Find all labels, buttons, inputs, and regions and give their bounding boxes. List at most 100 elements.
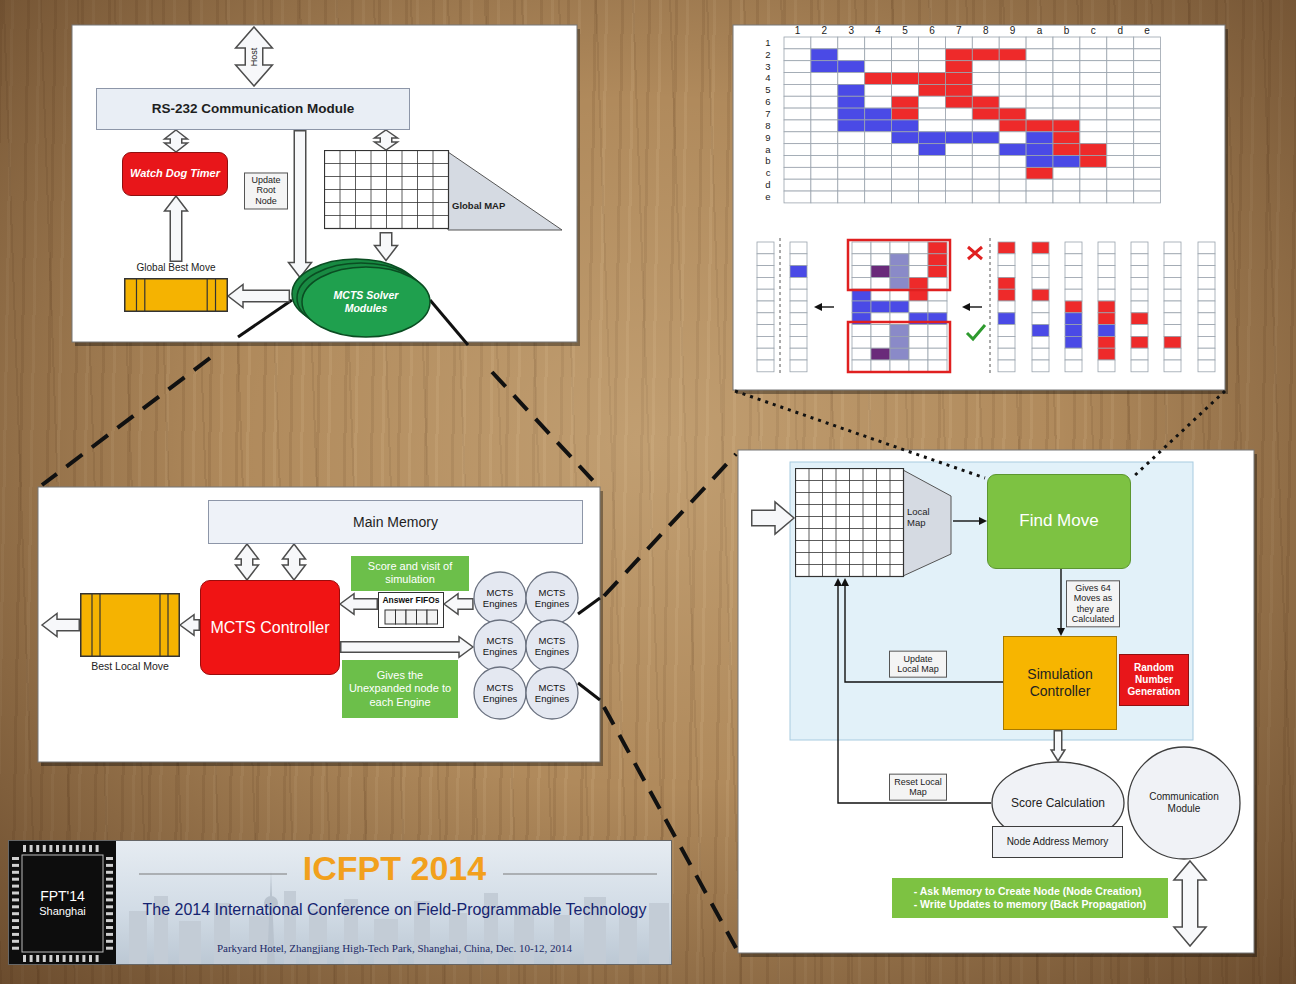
strip-cell — [1098, 242, 1115, 254]
connector — [340, 594, 378, 615]
board-cell — [945, 132, 972, 144]
strip-cell — [1164, 266, 1181, 278]
board-cell — [1026, 156, 1053, 168]
strip-cell — [852, 254, 871, 266]
board-cell — [972, 167, 999, 179]
main-memory-box: Main Memory — [208, 500, 583, 544]
axis-label: 5 — [765, 86, 770, 96]
fat-arrow — [1051, 730, 1065, 761]
connector — [375, 232, 398, 261]
board-cell — [1053, 96, 1080, 108]
board-cell — [1080, 156, 1107, 168]
board-cell — [892, 144, 919, 156]
board-cell — [1134, 49, 1161, 61]
strip-cell — [871, 336, 890, 348]
register-divider — [144, 279, 145, 311]
grid-line — [796, 552, 904, 553]
axis-label: b — [1064, 26, 1070, 36]
strip-cell — [1032, 289, 1049, 301]
grid-line — [796, 492, 904, 493]
text-block: - Ask Memory to Create Node (Node Creati… — [914, 885, 1147, 910]
board-cell — [784, 132, 811, 144]
grid-line — [809, 469, 810, 577]
strip-cell — [852, 277, 871, 289]
board-cell — [1026, 120, 1053, 132]
board-cell — [999, 73, 1026, 85]
strip-cell — [1065, 266, 1082, 278]
chip-pin — [106, 885, 113, 888]
text-block: MCTS Engines — [479, 682, 521, 705]
strip-cell — [909, 348, 928, 360]
board-cell — [919, 132, 946, 144]
board-cell — [838, 167, 865, 179]
chip-pin — [23, 955, 26, 962]
mcts-engine-circle: MCTS Engines — [525, 571, 579, 625]
board-cell — [784, 84, 811, 96]
strip-cell — [1065, 360, 1082, 372]
map-projection — [903, 470, 951, 576]
fifo-cell — [385, 610, 396, 624]
grid-line — [325, 176, 449, 177]
chip-pin — [106, 933, 113, 936]
strip-cell — [1098, 348, 1115, 360]
strip-cell — [909, 336, 928, 348]
strip-cell — [998, 277, 1015, 289]
arrow-head — [962, 303, 970, 311]
board-cell — [1026, 167, 1053, 179]
board-cell — [1080, 84, 1107, 96]
grid-line — [796, 480, 904, 481]
grid-frame — [325, 151, 449, 229]
board-cell — [892, 179, 919, 191]
connector — [834, 578, 991, 803]
strip-cell — [871, 242, 890, 254]
board-cell — [865, 61, 892, 73]
strip-cell — [790, 266, 807, 278]
strip-cell — [998, 254, 1015, 266]
strip-cell — [1164, 242, 1181, 254]
port-label: Host — [250, 48, 259, 67]
chip-pin — [49, 845, 52, 852]
board-cell — [945, 191, 972, 203]
communication-module-box: RS-232 Communication Module — [96, 88, 410, 130]
skyline-building — [249, 916, 269, 965]
board-cell — [1080, 73, 1107, 85]
grid-line — [796, 516, 904, 517]
strip-cell — [1198, 242, 1215, 254]
grid-line — [876, 469, 877, 577]
strip-cell — [757, 289, 774, 301]
fat-arrow-body — [289, 556, 299, 568]
strip-cell — [757, 266, 774, 278]
board-cell — [838, 96, 865, 108]
strip-cell — [757, 313, 774, 325]
board-cell — [892, 96, 919, 108]
grid-line — [325, 189, 449, 190]
strip-cell — [998, 266, 1015, 278]
axis-label: b — [765, 157, 770, 167]
strip-cell — [871, 301, 890, 313]
node-label: Score Calculation — [1011, 796, 1105, 810]
skyline-building — [129, 911, 147, 965]
board-cell — [865, 49, 892, 61]
strip-cell — [757, 336, 774, 348]
strip-cell — [1098, 301, 1115, 313]
board-cell — [1053, 191, 1080, 203]
strip-cell — [890, 242, 909, 254]
highlight-box — [848, 240, 950, 290]
node-label: MCTS Engines — [531, 682, 573, 705]
chip-pin — [12, 933, 19, 936]
host-arrow — [236, 27, 273, 86]
zoom-line-dashed — [604, 454, 736, 596]
register-divider — [91, 594, 92, 656]
panel — [733, 25, 1225, 390]
simulation-controller-box: Simulation Controller — [1003, 636, 1117, 730]
board-cell — [1053, 73, 1080, 85]
text-block: Answer FIFOs — [379, 595, 443, 605]
connector — [236, 544, 259, 580]
strip-cell — [928, 277, 947, 289]
axis-label: 2 — [822, 26, 828, 36]
axis-label: 4 — [765, 74, 770, 84]
chip-pin — [12, 905, 19, 908]
board-cell — [1026, 132, 1053, 144]
chip-pin — [49, 955, 52, 962]
thin-arrow — [953, 517, 987, 525]
